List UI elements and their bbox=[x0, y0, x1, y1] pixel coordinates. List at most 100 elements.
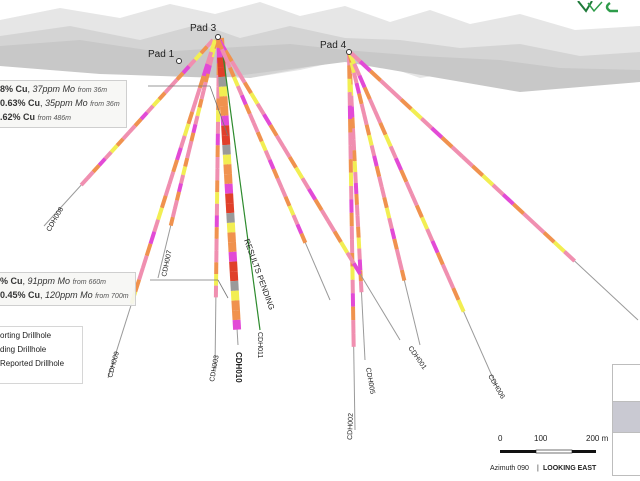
drillhole-trace-cdh009-segment bbox=[143, 256, 147, 268]
section-key-cell-3 bbox=[613, 433, 640, 473]
looking-east-label: LOOKING EAST bbox=[543, 465, 597, 472]
drillhole-trace-cdh006-segment bbox=[401, 170, 406, 182]
drillhole-trace-cdh007-segment bbox=[202, 91, 204, 99]
drillhole-trace-cdh010-segment bbox=[227, 164, 228, 174]
callout-bottom-row-1: % Cu, 91ppm Mo from 660m bbox=[0, 275, 129, 289]
drillhole-trace-cdh007-segment bbox=[193, 124, 195, 132]
drillhole-trace-cdh006-segment bbox=[417, 205, 422, 217]
callout-bottom-row-2-from: from 700m bbox=[95, 293, 128, 300]
drillhole-trace-cdh006-segment bbox=[359, 76, 364, 88]
drillhole-trace-cdh001-segment bbox=[357, 83, 360, 93]
drillhole-trace-cdh009-segment bbox=[151, 232, 155, 244]
scale-bar-segment-1 bbox=[500, 450, 536, 453]
scale-tick-100: 100 bbox=[534, 434, 548, 443]
drillhole-trace-cdh010-segment bbox=[233, 262, 234, 272]
drillhole-trace-cdh010-segment bbox=[221, 57, 222, 67]
pad-3-label: Pad 3 bbox=[190, 23, 217, 34]
callout-bottom-row-1-mo: 91ppm Mo bbox=[28, 276, 71, 286]
drillhole-trace-extra3-segment bbox=[250, 114, 254, 123]
orientation-separator: | bbox=[537, 465, 539, 472]
callout-top-row-1-mo: 37ppm Mo bbox=[33, 84, 76, 94]
drillhole-trace-extra2-segment bbox=[328, 221, 334, 232]
company-logo bbox=[574, 0, 640, 12]
drillhole-trace-extra1-segment bbox=[381, 81, 391, 91]
drillhole-trace-cdh001-segment bbox=[372, 145, 375, 155]
scale-bar-segment-2 bbox=[536, 450, 572, 453]
legend-item-reporting: orting Drillhole bbox=[0, 329, 82, 343]
callout-bottom-leader-b bbox=[218, 280, 228, 298]
drillhole-trace-cdh006-segment bbox=[412, 194, 417, 206]
drillhole-trace-extra2-segment bbox=[258, 104, 264, 115]
company-logo-graphic bbox=[574, 1, 640, 13]
drillhole-trace-cdh007-segment bbox=[189, 141, 191, 149]
drillhole-trace-cdh008-segment bbox=[87, 172, 93, 179]
drillhole-trace-cdh008-segment bbox=[159, 93, 165, 100]
drillhole-trace-cdh010-segment bbox=[224, 106, 225, 116]
drillhole-trace-extra2-segment bbox=[245, 83, 251, 94]
drillhole-trace-cdh006-segment bbox=[458, 300, 463, 312]
drillhole-trace-cdh009-segment bbox=[162, 196, 166, 208]
drillhole-trace-cdh008-segment bbox=[81, 178, 87, 185]
legend-item-pending: ding Drillhole bbox=[0, 343, 82, 357]
callout-bottom-row-2-mo: 120ppm Mo bbox=[45, 290, 93, 300]
drillhole-trace-cdh008-segment bbox=[165, 86, 171, 93]
drillhole-trace-cdh010-segment bbox=[228, 174, 229, 184]
drillhole-trace-extra3-segment bbox=[297, 224, 301, 233]
drillhole-trace-cdh009-segment bbox=[166, 184, 170, 196]
drillhole-trace-cdh009-segment bbox=[185, 124, 189, 136]
section-key-cell-2 bbox=[613, 402, 640, 433]
drillhole-trace-cdh010-segment bbox=[235, 300, 236, 310]
drillhole-trace-extra1-segment bbox=[564, 252, 574, 262]
drillhole-trace-extra2-segment bbox=[335, 231, 341, 242]
drillhole-trace-cdh009-segment bbox=[169, 172, 173, 184]
section-key-cell-1 bbox=[613, 365, 640, 402]
pad-4-label: Pad 4 bbox=[320, 40, 347, 51]
drillhole-trace-extra1-segment bbox=[483, 176, 493, 186]
drillhole-trace-cdh009-segment bbox=[192, 100, 196, 112]
drillhole-trace-extra2-segment bbox=[302, 178, 308, 189]
legend-item-reporting-label: orting Drillhole bbox=[0, 331, 51, 340]
drillhole-trace-cdh007-segment bbox=[197, 108, 199, 116]
drillhole-trace-cdh005-segment bbox=[359, 249, 360, 260]
pad-1-marker bbox=[177, 59, 182, 64]
drillhole-trace-cdh006-segment bbox=[427, 229, 432, 241]
drillhole-trace-extra1-segment bbox=[432, 128, 442, 138]
hole-label-cdh011: CDH011 bbox=[256, 332, 263, 358]
drillhole-trace-cdh001-segment bbox=[379, 177, 382, 187]
drillhole-trace-cdh008-segment bbox=[135, 119, 141, 126]
drillhole-trace-cdh001-segment bbox=[374, 156, 377, 166]
callout-top-row-3: .62% Cu from 486m bbox=[0, 111, 120, 125]
scale-tick-200: 200 m bbox=[586, 434, 609, 443]
drillhole-trace-extra1-segment bbox=[524, 214, 534, 224]
drillhole-trace-cdh008-segment bbox=[105, 152, 111, 159]
drillhole-trace-cdh006-segment bbox=[448, 276, 453, 288]
pad-4-marker bbox=[347, 50, 352, 55]
drillhole-trace-extra3-segment bbox=[238, 86, 242, 95]
drillhole-trace-cdh008-segment bbox=[141, 113, 147, 120]
drillhole-trace-extra2-segment bbox=[322, 210, 328, 221]
results-pending-label: RESULTS PENDING bbox=[242, 238, 276, 312]
scale-bar-graphic: 0 100 200 m Azimuth 090 | LOOKING EAST bbox=[490, 426, 610, 476]
drillhole-trace-extra3-segment bbox=[286, 197, 290, 206]
drillhole-trace-cdh009-segment bbox=[177, 148, 181, 160]
drillhole-trace-cdh010-segment bbox=[223, 96, 224, 106]
drillhole-trace-cdh005-segment bbox=[356, 194, 357, 205]
hole-label-cdh002: CDH002 bbox=[347, 413, 355, 440]
drillhole-trace-cdh001-segment bbox=[402, 270, 405, 280]
drillhole-trace-extra3-segment bbox=[293, 215, 297, 224]
drillhole-trace-extra2-segment bbox=[315, 200, 321, 211]
drillhole-trace-cdh009-segment bbox=[158, 208, 162, 220]
drillhole-trace-cdh006-segment bbox=[385, 135, 390, 147]
drillhole-trace-cdh010-segment bbox=[235, 291, 236, 301]
drillhole-trace-cdh005-segment bbox=[358, 227, 359, 238]
drillhole-trace-extra2-segment bbox=[270, 125, 276, 136]
scale-tick-0: 0 bbox=[498, 434, 503, 443]
drillhole-trace-cdh006-segment bbox=[453, 288, 458, 300]
drillhole-trace-extra2-segment bbox=[309, 189, 315, 200]
drillhole-trace-cdh005-segment bbox=[361, 281, 362, 292]
pad-3-marker bbox=[216, 35, 221, 40]
drillhole-trace-extra1-segment bbox=[493, 185, 503, 195]
drillhole-trace-cdh001-segment bbox=[397, 249, 400, 259]
drillhole-trace-cdh005-segment bbox=[357, 205, 358, 216]
